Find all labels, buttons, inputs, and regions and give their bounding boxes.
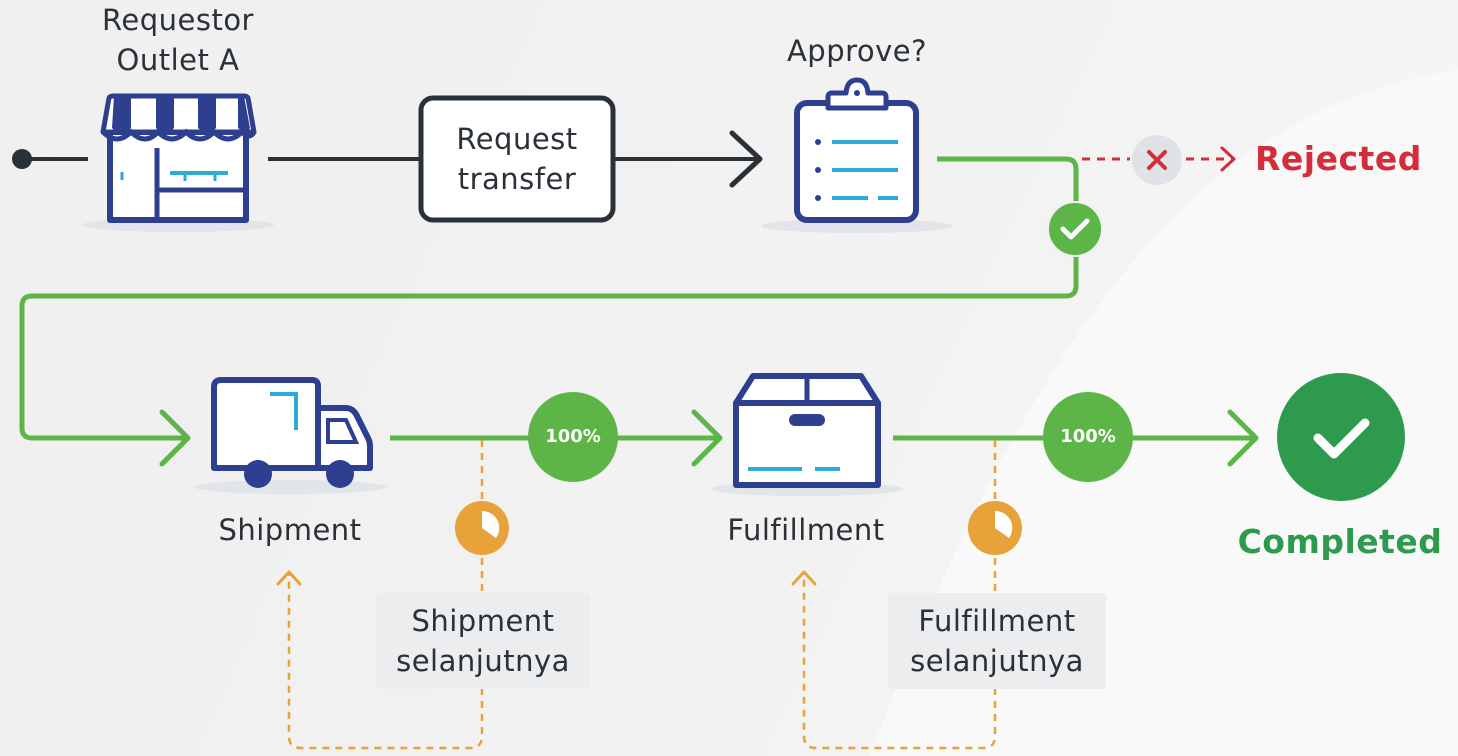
requestor-label: Requestor Outlet A [102, 3, 254, 77]
rejected-label: Rejected [1255, 139, 1422, 178]
clipboard-icon [761, 77, 953, 233]
x-icon [1132, 135, 1182, 185]
store-icon [82, 93, 274, 232]
fulfillment-next-loop [802, 440, 997, 750]
approved-path [19, 156, 1079, 441]
check-circle-icon [1277, 373, 1405, 501]
fulfillment-progress-label: 100% [1060, 426, 1116, 447]
rejected-dashed-arrow [1082, 146, 1236, 172]
shipment-next-loop [287, 440, 484, 750]
shipment-next-label: Shipment selanjutnya [396, 604, 570, 678]
request-transfer-box [418, 95, 616, 223]
pie-clock-icon [968, 501, 1022, 555]
fulfillment-next-label: Fulfillment selanjutnya [910, 604, 1084, 678]
fulfillment-next-note [888, 593, 1106, 689]
fulfillment-label: Fulfillment [727, 513, 885, 547]
box-icon [711, 373, 903, 496]
pie-clock-icon [455, 501, 509, 555]
request-to-approve-arrow [614, 130, 763, 188]
shipment-progress-badge [528, 392, 618, 482]
shipment-next-arrowhead [276, 570, 302, 586]
approve-label: Approve? [786, 34, 928, 68]
shipment-progress-label: 100% [545, 426, 601, 447]
shipment-label: Shipment [218, 513, 362, 547]
fulfillment-next-arrowhead [791, 570, 817, 586]
start-connector [12, 149, 88, 169]
approve-check-icon [1047, 201, 1103, 257]
shipment-entry-arrowhead [159, 409, 191, 467]
completed-label: Completed [1237, 522, 1443, 561]
fulfillment-progress-badge [1043, 392, 1133, 482]
truck-icon [194, 377, 386, 494]
request-transfer-label: Request transfer [456, 122, 578, 196]
shipment-next-note [376, 593, 590, 689]
